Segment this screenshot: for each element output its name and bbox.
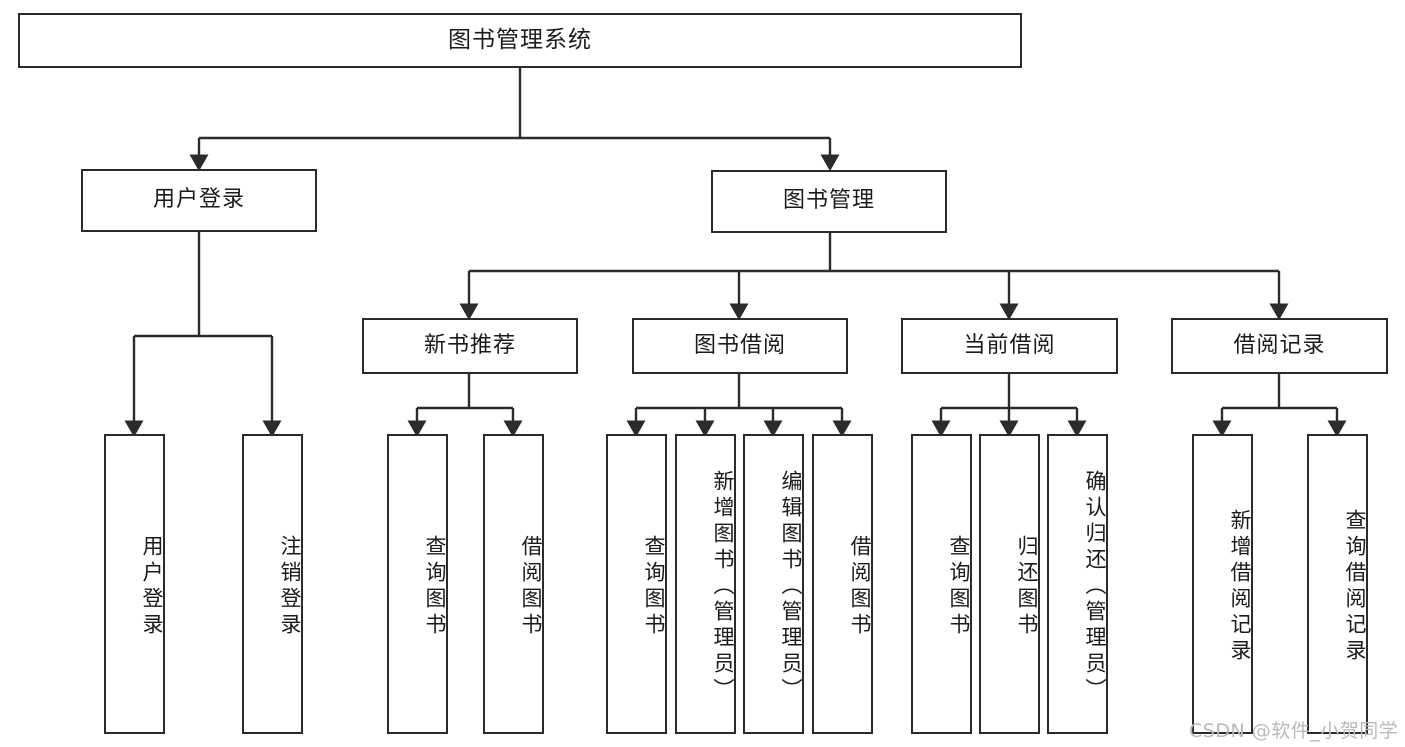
node-label: 用户登录 [152, 187, 245, 213]
node-label: 新增图书（管理员） [711, 470, 735, 704]
node-user-login[interactable]: 用户登录 [81, 169, 317, 232]
node-label: 归还图书 [1015, 535, 1039, 639]
node-label: 查询图书 [642, 535, 666, 639]
node-label: 借阅图书 [519, 535, 543, 639]
node-label: 借阅图书 [848, 535, 872, 639]
watermark-text: CSDN @软件_小贺同学 [1189, 720, 1399, 742]
node-new-book-recommend[interactable]: 新书推荐 [362, 318, 578, 374]
leaf-user-login-signout[interactable]: 注销登录 [242, 434, 303, 734]
node-label: 图书管理系统 [448, 26, 592, 53]
leaf-borrow-borrow-book[interactable]: 借阅图书 [812, 434, 873, 734]
leaf-current-query-book[interactable]: 查询图书 [911, 434, 972, 734]
leaf-recommend-borrow-book[interactable]: 借阅图书 [483, 434, 544, 734]
node-current-borrow[interactable]: 当前借阅 [901, 318, 1118, 374]
node-label: 用户登录 [140, 535, 164, 639]
node-label: 编辑图书（管理员） [779, 470, 803, 704]
leaf-current-confirm-return-admin[interactable]: 确认归还（管理员） [1047, 434, 1108, 734]
leaf-record-query-record[interactable]: 查询借阅记录 [1307, 434, 1368, 734]
leaf-borrow-edit-book-admin[interactable]: 编辑图书（管理员） [743, 434, 804, 734]
leaf-current-return-book[interactable]: 归还图书 [979, 434, 1040, 734]
node-book-management[interactable]: 图书管理 [711, 170, 947, 233]
leaf-borrow-query-book[interactable]: 查询图书 [606, 434, 667, 734]
node-label: 借阅记录 [1233, 332, 1326, 358]
node-label: 新增借阅记录 [1228, 509, 1252, 665]
node-label: 新书推荐 [423, 332, 516, 358]
node-label: 查询图书 [423, 535, 447, 639]
node-label: 查询图书 [947, 535, 971, 639]
leaf-recommend-query-book[interactable]: 查询图书 [387, 434, 448, 734]
node-root-library-system[interactable]: 图书管理系统 [18, 13, 1022, 68]
leaf-user-login-signin[interactable]: 用户登录 [104, 434, 165, 734]
leaf-borrow-add-book-admin[interactable]: 新增图书（管理员） [675, 434, 736, 734]
node-label: 查询借阅记录 [1343, 509, 1367, 665]
leaf-record-add-record[interactable]: 新增借阅记录 [1192, 434, 1253, 734]
node-label: 确认归还（管理员） [1083, 470, 1107, 704]
node-borrow-record[interactable]: 借阅记录 [1171, 318, 1388, 374]
node-label: 图书借阅 [693, 332, 786, 358]
node-book-borrow[interactable]: 图书借阅 [632, 318, 848, 374]
node-label: 当前借阅 [963, 332, 1056, 358]
node-label: 注销登录 [278, 535, 302, 639]
node-label: 图书管理 [782, 188, 875, 214]
